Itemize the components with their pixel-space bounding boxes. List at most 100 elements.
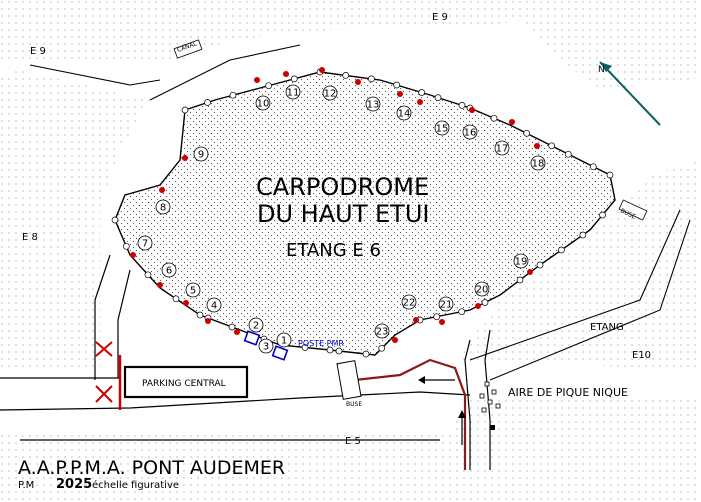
shrub — [599, 211, 606, 219]
north-paths — [29, 44, 301, 101]
north-symbol: N — [598, 65, 605, 75]
shrub — [579, 231, 587, 239]
shrub — [558, 246, 565, 254]
side-road — [464, 329, 491, 470]
road-lines — [0, 377, 471, 441]
peg-label: 16 — [464, 128, 477, 139]
shrub — [516, 276, 524, 284]
peg-red-dot — [205, 318, 211, 324]
map-title-line1: CARPODROME — [256, 173, 429, 201]
peg-13: 13 — [365, 96, 381, 112]
culvert-right — [618, 199, 648, 221]
parking-central-label: PARKING CENTRAL — [142, 379, 226, 389]
peg-10: 10 — [255, 95, 271, 111]
label-etang: ETANG — [590, 322, 624, 333]
shrub — [490, 114, 498, 122]
bin-icon — [490, 425, 495, 430]
peg-red-dot — [355, 79, 361, 85]
shrub — [564, 150, 572, 158]
peg-red-dot — [130, 252, 136, 258]
peg-red-dot — [439, 319, 445, 325]
shrub — [378, 344, 386, 352]
shrub — [122, 242, 130, 250]
shrub — [326, 346, 334, 354]
peg-label: 5 — [190, 286, 196, 297]
peg-2: 2 — [248, 317, 264, 333]
peg-5: 5 — [185, 282, 201, 298]
peg-11: 11 — [285, 84, 301, 100]
peg-label: 1 — [281, 336, 287, 347]
peg-red-dot — [319, 67, 325, 73]
peg-red-dot — [283, 71, 289, 77]
pmr-post-1 — [271, 345, 289, 361]
peg-label: 13 — [367, 100, 380, 111]
label-e5: E 5 — [345, 436, 361, 447]
east-path — [469, 209, 691, 381]
peg-red-dot — [534, 143, 540, 149]
shrub — [606, 171, 614, 179]
credit-prefix: P.M — [18, 480, 34, 491]
peg-label: 14 — [398, 109, 411, 120]
peg-18: 18 — [530, 155, 546, 171]
credit-year: 2025 — [56, 477, 92, 492]
arrow-up — [458, 410, 466, 445]
pond-e8 — [0, 70, 150, 370]
shrub — [172, 295, 180, 303]
label-e9-left: E 9 — [30, 46, 46, 57]
peg-label: 22 — [403, 298, 416, 309]
peg-label: 12 — [324, 89, 337, 100]
shrub — [196, 311, 204, 319]
peg-7: 7 — [137, 235, 153, 251]
label-buse-bottom: BUSE — [346, 401, 362, 408]
peg-23: 23 — [374, 323, 390, 339]
arrow-left — [418, 376, 455, 384]
canal-bridge — [173, 39, 203, 59]
peg-label: 9 — [198, 150, 204, 161]
shrub — [144, 271, 152, 279]
peg-red-dot — [254, 77, 260, 83]
map-subtitle: ETANG E 6 — [286, 240, 381, 261]
peg-red-dot — [392, 337, 398, 343]
peg-red-dot — [417, 99, 423, 105]
shrub — [548, 142, 556, 150]
label-e10: E10 — [632, 350, 651, 361]
shrub — [481, 299, 489, 306]
peg-20: 20 — [474, 281, 490, 297]
peg-label: 8 — [160, 203, 166, 214]
barrier-cross-bottom — [95, 385, 113, 403]
shrub — [229, 91, 237, 99]
label-poste-pmr: POSTE PMR — [298, 339, 344, 348]
peg-red-dot — [527, 269, 533, 275]
label-e9-top: E 9 — [432, 12, 448, 23]
shrub — [523, 129, 531, 137]
peg-label: 18 — [532, 159, 545, 170]
peg-8: 8 — [155, 199, 171, 215]
peg-label: 15 — [436, 124, 449, 135]
parking-central-box — [123, 365, 249, 399]
peg-red-dot — [397, 91, 403, 97]
shrub — [204, 99, 211, 106]
culvert-bottom — [336, 360, 362, 400]
shrub — [290, 75, 298, 83]
shrub — [589, 163, 597, 171]
peg-9: 9 — [193, 146, 209, 162]
shrub — [342, 72, 350, 79]
peg-16: 16 — [462, 124, 478, 140]
shrub — [368, 75, 375, 83]
label-e8: E 8 — [22, 232, 38, 243]
peg-22: 22 — [401, 294, 417, 310]
shrub — [228, 323, 236, 331]
shrub — [362, 350, 370, 358]
label-aire-pique-nique: AIRE DE PIQUE NIQUE — [508, 386, 628, 399]
shrub — [458, 102, 466, 109]
access-path — [94, 254, 131, 380]
shrub — [434, 94, 442, 101]
barrier-cross-top — [95, 341, 113, 357]
peg-6: 6 — [161, 262, 177, 278]
peg-label: 4 — [211, 301, 217, 312]
peg-red-dot — [234, 329, 240, 335]
shrub — [301, 344, 309, 351]
shrub — [433, 313, 441, 321]
north-arrow-icon: N — [598, 61, 661, 126]
